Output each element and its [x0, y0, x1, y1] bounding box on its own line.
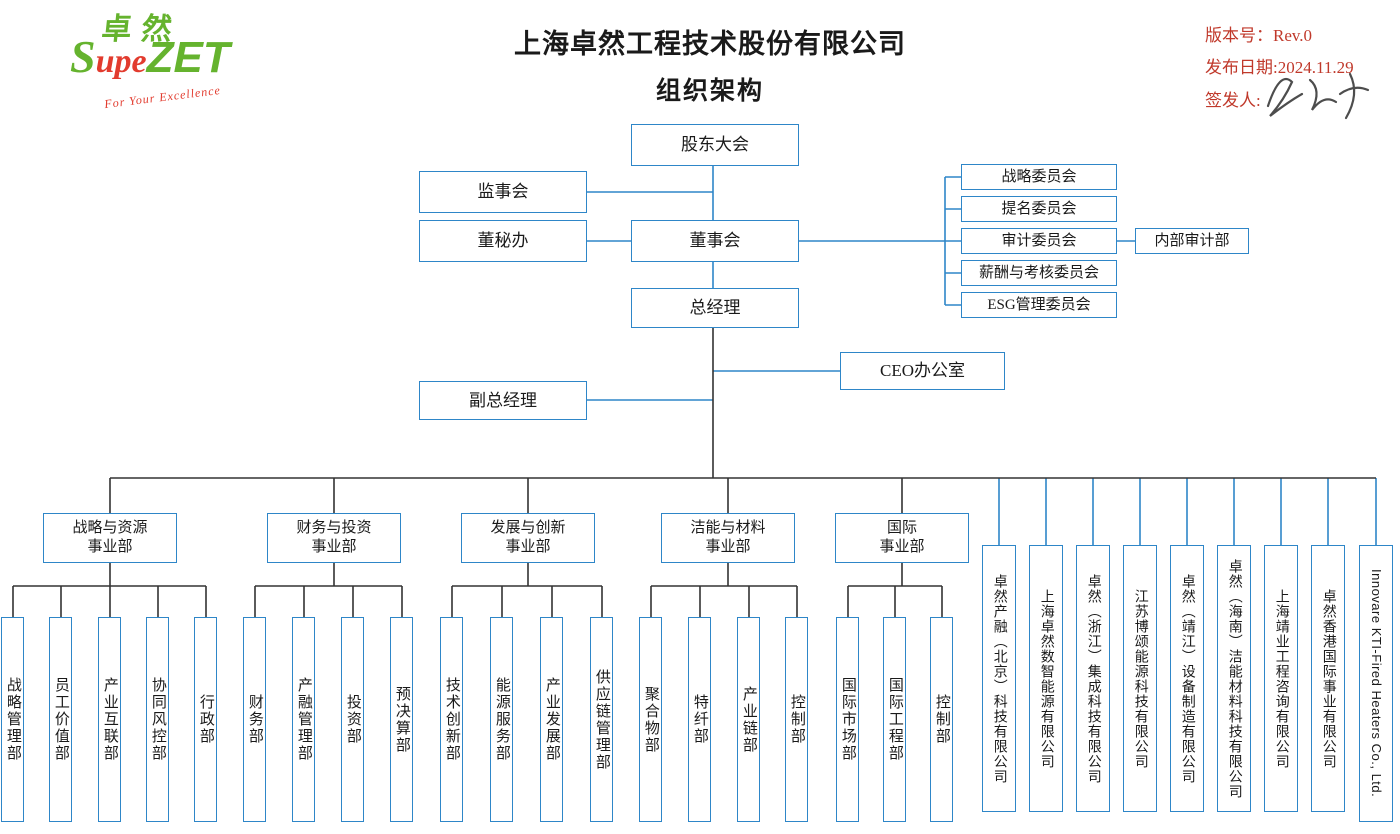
connector-lines-blue [587, 166, 1377, 545]
dept-energy-services: 能源服务部 [490, 617, 513, 822]
committee-remuneration-assessment: 薪酬与考核委员会 [961, 260, 1117, 286]
committee-nomination: 提名委员会 [961, 196, 1117, 222]
dept-collaborative-risk-control: 协同风控部 [146, 617, 169, 822]
dept-employee-value: 员工价值部 [49, 617, 72, 822]
dept-industry-finance-management: 产融管理部 [292, 617, 315, 822]
node-general-manager: 总经理 [631, 288, 799, 328]
signer-label: 签发人: [1205, 90, 1261, 110]
committee-esg-management: ESG管理委员会 [961, 292, 1117, 318]
committee-strategy: 战略委员会 [961, 164, 1117, 190]
release-date-label: 发布日期:2024.11.29 [1205, 58, 1354, 78]
division-strategy-resources: 战略与资源事业部 [43, 513, 177, 563]
node-board-secretary-office: 董秘办 [419, 220, 587, 262]
subsidiary-zhuoran-jingjiang-equipment: 卓然（靖江）设备制造有限公司 [1170, 545, 1204, 812]
subsidiary-zhuoran-chanrong-beijing: 卓然产融（北京）科技有限公司 [982, 545, 1016, 812]
node-ceo-office: CEO办公室 [840, 352, 1005, 390]
division-development-innovation: 发展与创新事业部 [461, 513, 595, 563]
dept-supply-chain-management: 供应链管理部 [590, 617, 613, 822]
committee-audit: 审计委员会 [961, 228, 1117, 254]
dept-investment: 投资部 [341, 617, 364, 822]
node-board-of-directors: 董事会 [631, 220, 799, 262]
dept-budget-final-accounts: 预决算部 [390, 617, 413, 822]
dept-special-fiber: 特纤部 [688, 617, 711, 822]
logo-tagline: For Your Excellence [103, 82, 222, 112]
division-clean-energy-materials: 洁能与材料事业部 [661, 513, 795, 563]
subsidiary-shanghai-jingye-consulting: 上海靖业工程咨询有限公司 [1264, 545, 1298, 812]
logo-wordmark: SupeZET [70, 31, 230, 82]
subsidiary-innovare-kti-fired-heaters: Innovare KTI-Fired Heaters Co., Ltd. [1359, 545, 1393, 822]
subsidiary-zhuoran-hainan-clean-materials: 卓然（海南）洁能材料科技有限公司 [1217, 545, 1251, 812]
subsidiary-jiangsu-bosong-energy: 江苏博颂能源科技有限公司 [1123, 545, 1157, 812]
dept-industry-chain: 产业链部 [737, 617, 760, 822]
dept-industry-interconnection: 产业互联部 [98, 617, 121, 822]
dept-finance: 财务部 [243, 617, 266, 822]
page-title-line2: 组织架构 [655, 78, 764, 105]
dept-international-engineering: 国际工程部 [883, 617, 906, 822]
version-label: 版本号：Rev.0 [1205, 26, 1313, 45]
dept-administration: 行政部 [194, 617, 217, 822]
company-logo: 卓然 SupeZET For Your Excellence [70, 4, 300, 111]
dept-international-market: 国际市场部 [836, 617, 859, 822]
division-international: 国际事业部 [835, 513, 969, 563]
dept-polymer: 聚合物部 [639, 617, 662, 822]
node-internal-audit-dept: 内部审计部 [1135, 228, 1249, 254]
dept-control-international: 控制部 [930, 617, 953, 822]
dept-strategic-management: 战略管理部 [1, 617, 24, 822]
connector-lines-dark [12, 328, 1376, 617]
dept-industry-development: 产业发展部 [540, 617, 563, 822]
dept-technology-innovation: 技术创新部 [440, 617, 463, 822]
page-title: 上海卓然工程技术股份有限公司 组织架构 [420, 22, 1000, 107]
node-deputy-general-manager: 副总经理 [419, 381, 587, 420]
page-title-line1: 上海卓然工程技术股份有限公司 [514, 29, 906, 59]
subsidiary-shanghai-zhuoran-digital-energy: 上海卓然数智能源有限公司 [1029, 545, 1063, 812]
subsidiary-zhuoran-hongkong-international: 卓然香港国际事业有限公司 [1311, 545, 1345, 812]
dept-control-clean-energy: 控制部 [785, 617, 808, 822]
subsidiary-zhuoran-zhejiang-integration: 卓然（浙江）集成科技有限公司 [1076, 545, 1110, 812]
node-supervisory-board: 监事会 [419, 171, 587, 213]
signature-handwriting [1266, 72, 1370, 120]
document-meta: 版本号：Rev.0 发布日期:2024.11.29 签发人: [1205, 20, 1354, 117]
division-finance-investment: 财务与投资事业部 [267, 513, 401, 563]
node-shareholders-meeting: 股东大会 [631, 124, 799, 166]
